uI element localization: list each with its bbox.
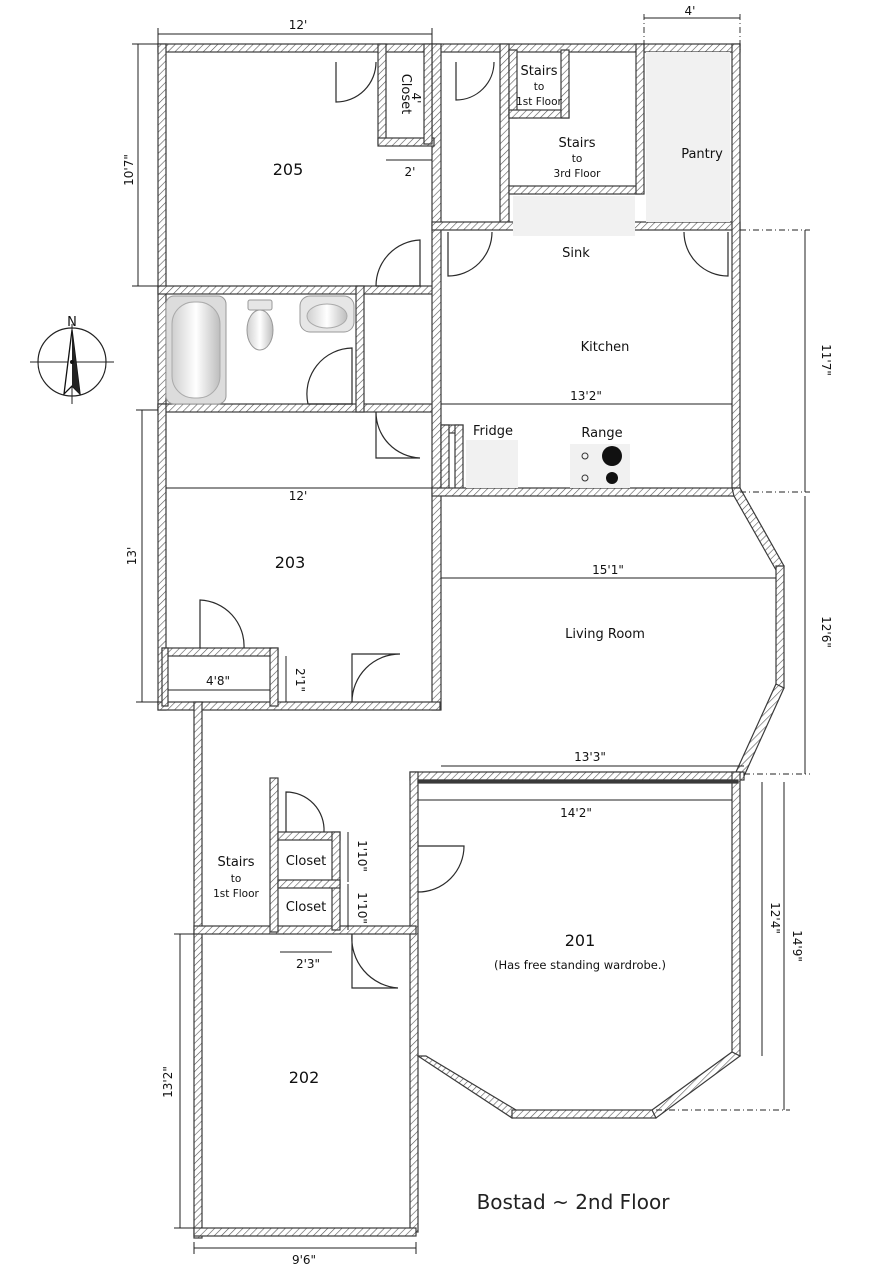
dim-203-height: 13'	[125, 547, 139, 566]
compass-icon	[30, 324, 114, 404]
dim-closet-b-depth: 1'10"	[355, 892, 369, 924]
stairs-3rd-line3: 3rd Floor	[554, 168, 602, 180]
stairs-1st-top-line3: 1st Floor	[516, 96, 562, 108]
dim-closet-205-width: 2'	[405, 165, 416, 179]
kitchen-label: Kitchen	[581, 340, 630, 355]
fridge-label: Fridge	[473, 424, 513, 439]
closet-a-label: Closet	[286, 854, 327, 869]
stairs-1st-top-line1: Stairs	[520, 64, 557, 79]
pantry-label: Pantry	[681, 147, 723, 162]
bathtub-icon	[165, 295, 227, 405]
fridge-fixture	[466, 440, 518, 488]
stairs-1st-low-line3: 1st Floor	[213, 888, 259, 900]
doors	[199, 61, 729, 989]
room-202-label: 202	[289, 1068, 320, 1087]
closet-b-label: Closet	[286, 900, 327, 915]
dim-pantry-width: 4'	[685, 4, 696, 18]
bath-sink-icon	[299, 295, 355, 333]
sink-counter	[513, 196, 635, 236]
dim-kitchen-height: 11'7"	[819, 344, 833, 376]
toilet-icon	[246, 299, 274, 351]
labels: N 205 Closet Stairs to 1st Floor Stairs …	[67, 64, 723, 1214]
dim-201-width: 14'2"	[560, 806, 592, 820]
room-205-label: 205	[273, 160, 304, 179]
dim-living-top: 15'1"	[592, 563, 624, 577]
dim-closet-205-depth: 4'	[409, 93, 423, 104]
dim-201-height-inner: 12'4"	[768, 902, 782, 934]
dim-201-height-outer: 14'9"	[790, 930, 804, 962]
stairs-1st-low-line2: to	[231, 873, 242, 885]
room-201-label: 201	[565, 931, 596, 950]
dim-205-width: 12'	[289, 18, 308, 32]
dim-closet-203-depth: 2'1"	[293, 668, 307, 692]
compass-north-label: N	[67, 315, 77, 330]
range-label: Range	[581, 426, 622, 441]
pantry-shelves	[646, 52, 730, 222]
dim-kitchen-width: 13'2"	[570, 389, 602, 403]
dim-202-height: 13'2"	[161, 1066, 175, 1098]
living-room-label: Living Room	[565, 627, 645, 642]
plan-title: Bostad ~ 2nd Floor	[477, 1190, 671, 1214]
range-fixture	[570, 444, 630, 488]
dim-202-width: 9'6"	[292, 1253, 316, 1267]
dim-living-bottom: 13'3"	[574, 750, 606, 764]
dim-closet-a-depth: 1'10"	[355, 840, 369, 872]
dim-living-height: 12'6"	[819, 616, 833, 648]
dimension-labels: 12' 10'7" 4' 2' 4' 13'2" 11'7" 12' 13' 4…	[122, 4, 833, 1267]
dimension-lines	[132, 14, 810, 1254]
walls	[157, 43, 785, 1239]
room-203-label: 203	[275, 553, 306, 572]
dim-closets-width: 2'3"	[296, 957, 320, 971]
room-201-note: (Has free standing wardrobe.)	[494, 958, 666, 972]
dim-203-width: 12'	[289, 489, 308, 503]
closet-205-label: Closet	[398, 74, 413, 115]
dim-closet-203-width: 4'8"	[206, 674, 230, 688]
stairs-3rd-line2: to	[572, 153, 583, 165]
range-burners	[581, 446, 622, 484]
stairs-1st-top-line2: to	[534, 81, 545, 93]
fixtures	[165, 52, 730, 488]
dim-205-height: 10'7"	[122, 154, 136, 186]
stairs-3rd-line1: Stairs	[558, 136, 595, 151]
sink-label: Sink	[562, 246, 590, 261]
stairs-1st-low-line1: Stairs	[217, 855, 254, 870]
